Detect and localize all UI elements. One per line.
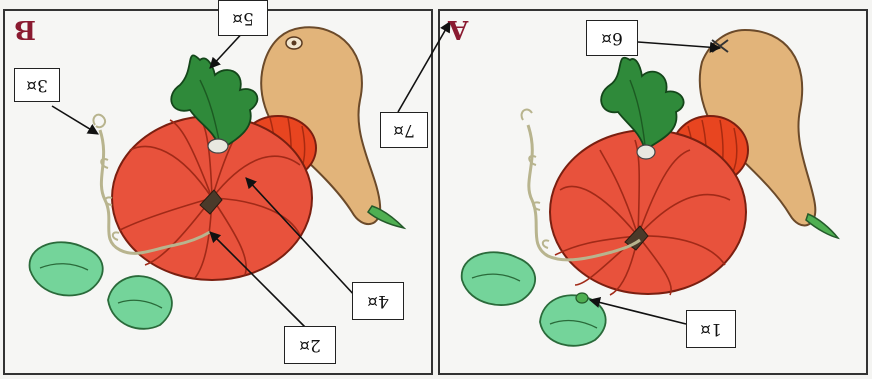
panel-mark-left: B [14,16,36,42]
callout-label-4: 4¤ [352,282,404,320]
callout-label-2: 2¤ [284,326,336,364]
callout-label-7: 7¤ [380,112,428,148]
panel-mark-right: A [448,16,468,42]
callout-label-3: 3¤ [14,68,60,102]
callout-label-6: 6¤ [586,20,638,56]
callout-label-1: 1¤ [686,310,736,348]
callout-label-5: 5¤ [218,0,268,36]
